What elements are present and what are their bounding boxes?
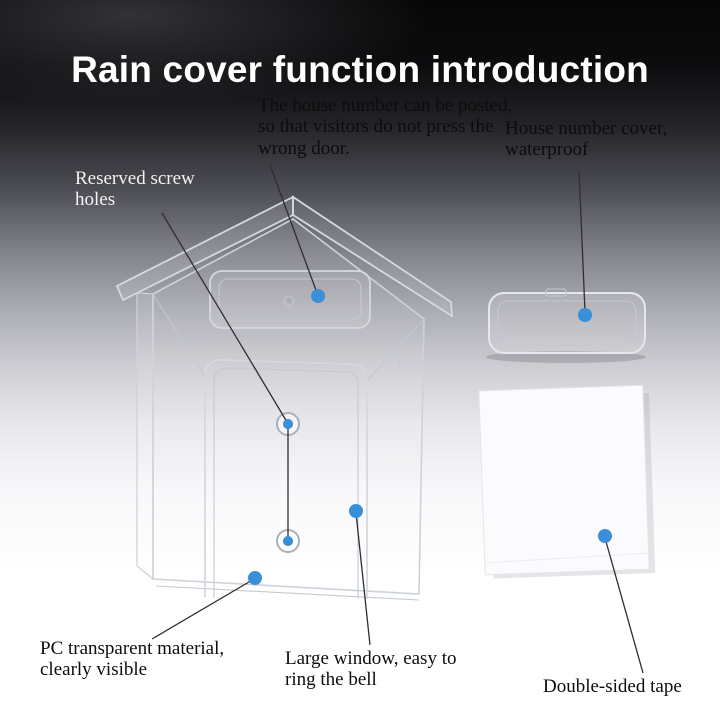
slot-screw-center xyxy=(287,299,291,303)
callout-dot-house-number xyxy=(311,289,325,303)
leader-line-pc xyxy=(151,578,255,640)
tape-illustration xyxy=(478,384,656,579)
bell-window-inner xyxy=(213,367,359,599)
leader-line-house-number xyxy=(269,164,318,294)
tape-fold-line xyxy=(484,552,649,564)
bell-window-outline xyxy=(204,359,368,599)
callout-dot-window xyxy=(349,504,363,518)
annotation-tape: Double-sided tape xyxy=(543,676,682,697)
page-title: Rain cover function introduction xyxy=(71,48,649,90)
cover-left-wall xyxy=(136,292,154,581)
annotation-cover: House number cover, waterproof xyxy=(505,118,668,161)
house-number-cover-illustration xyxy=(486,288,646,363)
slot-screw xyxy=(283,295,295,307)
callout-dot-tape xyxy=(598,529,612,543)
inner-edge-right xyxy=(366,318,425,382)
leader-line-tape xyxy=(604,537,644,674)
bracket-right xyxy=(382,352,400,368)
annotation-large-window: Large window, easy to ring the bell xyxy=(285,648,457,691)
callout-dot-pc xyxy=(248,571,262,585)
roof-right-edge xyxy=(292,195,454,318)
callout-dot-screw-upper xyxy=(283,419,293,429)
callout-dot-cover xyxy=(578,308,592,322)
small-cover-clip xyxy=(545,288,567,297)
tape-sheet xyxy=(478,384,650,576)
rain-cover-illustration xyxy=(115,195,454,601)
cover-front-face xyxy=(152,218,425,595)
cover-bottom-lip xyxy=(155,585,420,601)
inner-edge-left xyxy=(152,293,206,378)
annotation-house-number: The house number can be posted, so that … xyxy=(258,95,513,159)
leader-line-window xyxy=(355,512,371,646)
leader-line-cover xyxy=(578,169,586,313)
callout-dot-screw-lower xyxy=(283,536,293,546)
small-cover-outer xyxy=(488,292,646,354)
bracket-left xyxy=(170,348,188,363)
leader-line-screw xyxy=(161,212,288,423)
small-cover-inner xyxy=(497,300,637,346)
annotation-pc-material: PC transparent material, clearly visible xyxy=(40,638,225,681)
house-number-slot-inner xyxy=(218,278,362,321)
annotation-screw-holes: Reserved screw holes xyxy=(75,168,195,211)
